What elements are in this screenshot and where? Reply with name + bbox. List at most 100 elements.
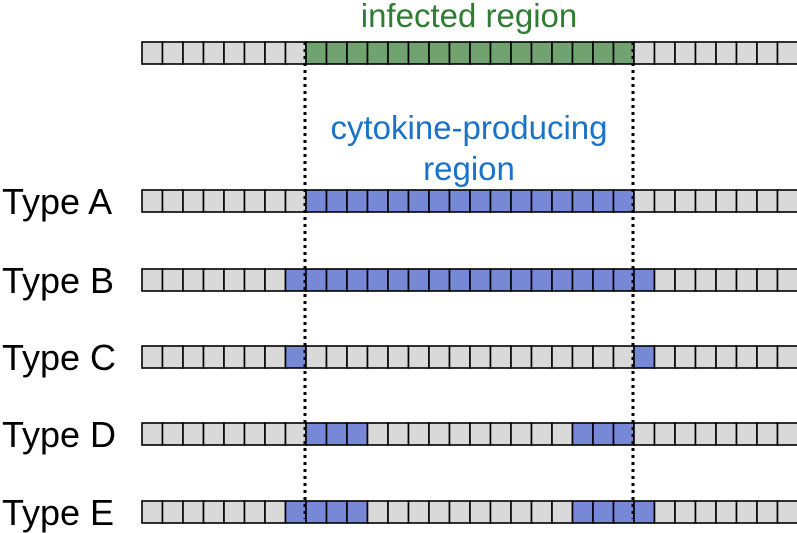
type-d-cell — [284, 422, 307, 446]
type-a-colored-cell — [571, 189, 594, 213]
type-b-cell — [161, 268, 184, 292]
type-c-colored-cell — [633, 345, 656, 369]
type-b-colored-cell — [592, 268, 615, 292]
type-c-cell — [674, 345, 697, 369]
type-b-colored-cell — [530, 268, 553, 292]
type-d-cell — [428, 422, 451, 446]
type-c-cell — [694, 345, 717, 369]
type-e-colored-cell — [305, 500, 328, 524]
type-c-cell — [387, 345, 410, 369]
type-d-cell — [141, 422, 164, 446]
infected-strip-cell — [633, 41, 656, 65]
type-b-cell — [694, 268, 717, 292]
infected-strip-cell — [161, 41, 184, 65]
infected-strip-cell — [653, 41, 676, 65]
type-e-colored-cell — [346, 500, 369, 524]
type-b-cell — [223, 268, 246, 292]
type-e-cell — [182, 500, 205, 524]
type-b-cell — [674, 268, 697, 292]
infected-strip-cell — [756, 41, 779, 65]
type-a-colored-cell — [551, 189, 574, 213]
type-b-cell — [264, 268, 287, 292]
type-b-colored-cell — [510, 268, 533, 292]
type-c-cell — [489, 345, 512, 369]
type-a-cell — [182, 189, 205, 213]
type-d-cell — [551, 422, 574, 446]
type-d-cell — [756, 422, 779, 446]
cytokine-region-title-line1: cytokine-producing — [331, 109, 608, 146]
type-e-cell — [428, 500, 451, 524]
type-a-colored-cell — [469, 189, 492, 213]
type-b-cell — [202, 268, 225, 292]
type-b-colored-cell — [387, 268, 410, 292]
type-c-cell — [653, 345, 676, 369]
type-c-cell — [510, 345, 533, 369]
type-e-cell — [223, 500, 246, 524]
type-d-colored-cell — [325, 422, 348, 446]
type-e-colored-cell — [633, 500, 656, 524]
type-b-label: Type B — [2, 260, 114, 301]
infected-strip-colored-cell — [428, 41, 451, 65]
type-c-cell — [366, 345, 389, 369]
type-c-cell — [592, 345, 615, 369]
type-e-cell — [694, 500, 717, 524]
type-a-cell — [735, 189, 758, 213]
infected-strip-colored-cell — [592, 41, 615, 65]
type-b-colored-cell — [633, 268, 656, 292]
type-b-cell — [776, 268, 797, 292]
type-a-cell — [653, 189, 676, 213]
type-e-cell — [141, 500, 164, 524]
type-b-cell — [243, 268, 266, 292]
type-a-cell — [694, 189, 717, 213]
infected-strip-colored-cell — [325, 41, 348, 65]
type-d-cell — [694, 422, 717, 446]
type-c-cell — [756, 345, 779, 369]
type-c-cell — [161, 345, 184, 369]
infected-strip-colored-cell — [551, 41, 574, 65]
type-d-row: Type D — [2, 414, 797, 455]
type-rows: Type A Type B Type C Type D Type E — [2, 181, 797, 533]
type-e-cell — [715, 500, 738, 524]
type-d-cell — [715, 422, 738, 446]
cytokine-region-title-line2: region — [423, 150, 515, 187]
type-e-colored-cell — [592, 500, 615, 524]
type-e-cell — [243, 500, 266, 524]
type-c-cell — [243, 345, 266, 369]
type-c-cell — [325, 345, 348, 369]
type-a-colored-cell — [612, 189, 635, 213]
type-e-cell — [407, 500, 430, 524]
type-a-colored-cell — [325, 189, 348, 213]
type-c-row: Type C — [2, 337, 797, 378]
type-e-cell — [264, 500, 287, 524]
type-c-cell — [202, 345, 225, 369]
type-e-cell — [161, 500, 184, 524]
infected-strip-cell — [243, 41, 266, 65]
type-c-cell — [428, 345, 451, 369]
type-e-cell — [551, 500, 574, 524]
type-e-label: Type E — [2, 492, 114, 533]
type-b-colored-cell — [469, 268, 492, 292]
type-a-cell — [223, 189, 246, 213]
type-d-cell — [161, 422, 184, 446]
type-d-cell — [469, 422, 492, 446]
type-d-label: Type D — [2, 414, 116, 455]
type-e-row: Type E — [2, 492, 797, 533]
infected-strip-colored-cell — [612, 41, 635, 65]
type-a-cell — [161, 189, 184, 213]
type-e-cell — [776, 500, 797, 524]
type-a-cell — [776, 189, 797, 213]
type-b-cell — [182, 268, 205, 292]
type-d-cell — [530, 422, 553, 446]
type-d-cell — [448, 422, 471, 446]
type-d-cell — [264, 422, 287, 446]
type-d-cell — [633, 422, 656, 446]
type-b-colored-cell — [489, 268, 512, 292]
type-d-cell — [202, 422, 225, 446]
type-a-row: Type A — [2, 181, 797, 222]
type-e-cell — [469, 500, 492, 524]
infected-strip-cell — [776, 41, 797, 65]
type-e-cell — [366, 500, 389, 524]
type-b-colored-cell — [366, 268, 389, 292]
type-b-colored-cell — [325, 268, 348, 292]
